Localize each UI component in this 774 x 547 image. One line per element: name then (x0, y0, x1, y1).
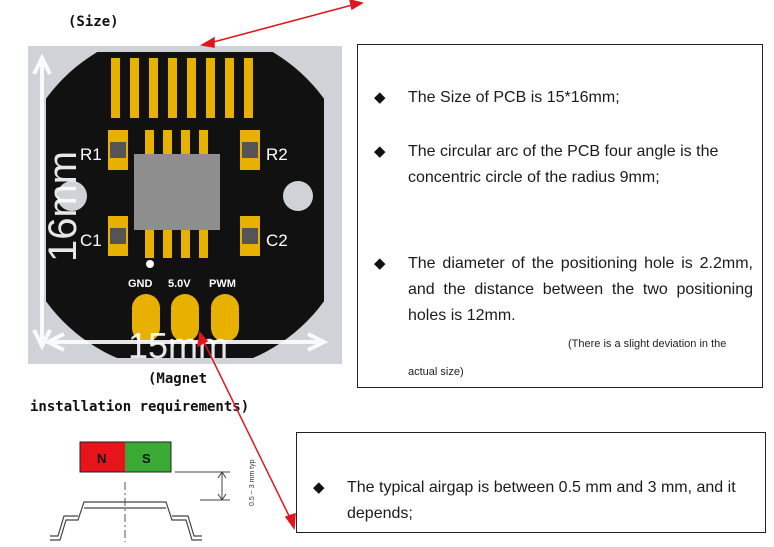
label-c2: C2 (266, 231, 288, 250)
north-label: N (97, 451, 106, 466)
airgap-dimension (175, 471, 230, 501)
positioning-hole-left (57, 181, 87, 211)
capacitor-c1 (108, 216, 128, 256)
chip-top-pins (145, 130, 208, 158)
resistor-r1 (108, 130, 128, 170)
arrow-airgap (201, 337, 293, 523)
size-spec-item-1: The Size of PCB is 15*16mm; (408, 89, 620, 106)
pcb-drawing: R1 R2 C1 C2 GND 5.0V PWM 16mm 15mm (32, 52, 329, 366)
south-label: S (142, 451, 151, 466)
resistor-r2 (240, 130, 260, 170)
pin1-dot (146, 260, 154, 268)
dim-width-label: 15mm (128, 325, 228, 364)
sensor-package (50, 501, 202, 541)
top-pads (111, 58, 253, 118)
bullet-icon: ◆ (374, 89, 386, 106)
airgap-panel: ◆ The typical airgap is between 0.5 mm a… (296, 432, 766, 533)
positioning-hole-right (283, 181, 313, 211)
airgap-label: 0.5 ~ 3 mm typ (249, 459, 256, 506)
chip-bottom-pins (145, 226, 208, 258)
airgap-item: The typical airgap is between 0.5 mm and… (347, 479, 736, 522)
size-label: (Size) (68, 14, 119, 30)
magnet-north (80, 442, 125, 472)
label-r1: R1 (80, 145, 102, 164)
label-c1: C1 (80, 231, 102, 250)
size-spec-panel: ◆ The Size of PCB is 15*16mm; ◆ The circ… (357, 44, 763, 388)
label-r2: R2 (266, 145, 288, 164)
capacitor-c2 (240, 216, 260, 256)
magnet-south (125, 442, 171, 472)
magnet-label: (Magnet (148, 371, 208, 387)
bullet-icon: ◆ (313, 479, 325, 496)
arrow-airgap-head-top (197, 331, 209, 348)
deviation-note-line2: actual size) (408, 366, 464, 378)
deviation-note-line1: (There is a slight deviation in the (568, 338, 727, 350)
size-spec-item-3: The diameter of the positioning hole is … (408, 255, 753, 324)
arrow-size-head-right (349, 0, 364, 11)
pcb-render-background: R1 R2 C1 C2 GND 5.0V PWM 16mm 15mm (28, 46, 342, 366)
dimension-lines (32, 53, 329, 352)
arrow-size (205, 3, 357, 45)
magnet-requirements-label: installation requirements) (30, 399, 250, 415)
label-pwm: PWM (209, 278, 236, 290)
label-gnd: GND (128, 278, 153, 290)
sensor-chip (134, 154, 220, 230)
bullet-icon: ◆ (374, 143, 386, 160)
label-5v: 5.0V (168, 278, 191, 290)
size-spec-item-2: The circular arc of the PCB four angle i… (408, 143, 719, 186)
arrow-size-head-left (199, 36, 215, 48)
dim-height-label: 16mm (41, 151, 85, 262)
arrow-airgap-head-bottom (284, 512, 296, 531)
connector-pads (132, 294, 239, 342)
magnet-diagram: N S 0.5 ~ 3 mm typ (40, 432, 280, 542)
bullet-icon: ◆ (374, 255, 386, 272)
